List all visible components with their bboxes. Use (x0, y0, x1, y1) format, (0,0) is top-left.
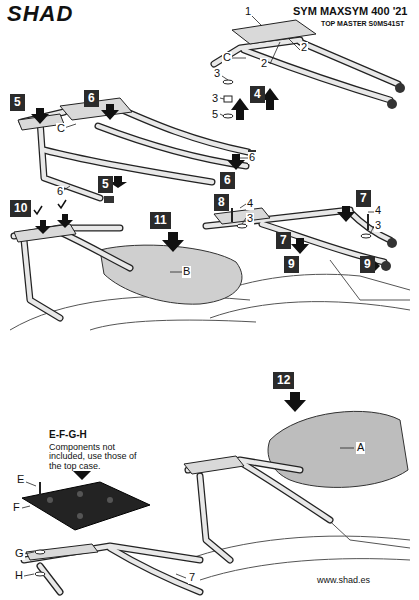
callout-number: F (12, 502, 21, 514)
step-number: 7 (356, 190, 371, 207)
callout-number: B (182, 266, 191, 278)
step-number: 11 (150, 212, 171, 229)
callout-number: E (16, 474, 25, 486)
callout-number: H (14, 570, 24, 582)
callout-number: 3 (246, 213, 254, 225)
callout-number: 4 (246, 198, 254, 210)
step-number: 6 (220, 172, 235, 189)
step-number: 6 (84, 90, 99, 107)
website: www.shad.es (316, 576, 371, 585)
callout-number: C (56, 123, 66, 135)
step-number: 7 (276, 232, 291, 249)
callout-number: 3 (374, 220, 382, 232)
callout-number: 2 (300, 42, 308, 54)
callout-number: 6 (56, 186, 64, 198)
callout-number: 3 (211, 93, 219, 105)
callout-number: C (222, 52, 232, 64)
callout-number: 5 (211, 109, 219, 121)
step-number: 5 (98, 176, 113, 193)
step-number: 8 (214, 194, 229, 211)
callout-number: 1 (244, 6, 252, 18)
callout-number: G (14, 548, 25, 560)
callout-number: 6 (248, 152, 256, 164)
step-number: 9 (360, 256, 375, 273)
model-code: TOP MASTER S0MS41ST (320, 20, 405, 27)
callout-number: 2 (260, 58, 268, 70)
callout-number: A (356, 442, 365, 454)
brand-logo: SHAD (6, 2, 74, 25)
callout-number: 3 (213, 68, 221, 80)
callout-number: 7 (188, 572, 196, 584)
step-number: 10 (10, 200, 31, 217)
callout-number: 4 (374, 205, 382, 217)
step-number: 5 (10, 94, 25, 111)
note-heading: E-F-G-H (48, 430, 88, 441)
step-number: 12 (273, 372, 294, 389)
step-number: 9 (284, 256, 299, 273)
step-number: 4 (250, 86, 265, 103)
note-text: Components not included, use those of th… (48, 443, 150, 471)
page-title: SYM MAXSYM 400 '21 (292, 6, 409, 18)
